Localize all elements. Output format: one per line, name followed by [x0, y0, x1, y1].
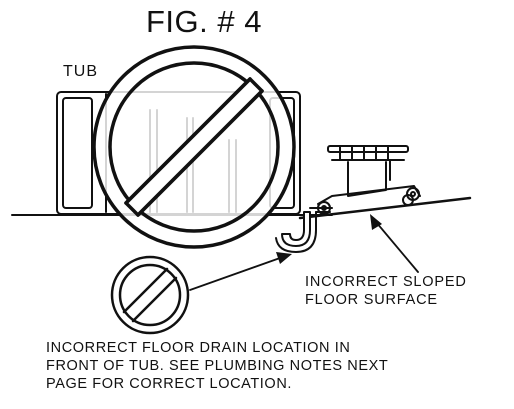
drain-note-line-1: INCORRECT FLOOR DRAIN LOCATION IN	[46, 340, 351, 356]
sloped-floor-label-line-2: FLOOR SURFACE	[305, 292, 438, 308]
rolling-cart	[317, 145, 421, 215]
drain-note-line-2: FRONT OF TUB. SEE PLUMBING NOTES NEXT	[46, 358, 389, 374]
drain-pipe	[275, 207, 333, 253]
small-prohibition-icon	[110, 255, 190, 335]
figure-title: FIG. # 4	[146, 4, 262, 39]
tub-label: TUB	[63, 63, 98, 80]
drain-note-line-3: PAGE FOR CORRECT LOCATION.	[46, 376, 293, 392]
sloped-floor-label-line-1: INCORRECT SLOPED	[305, 274, 467, 290]
prohibition-icon	[92, 45, 296, 249]
callout-arrows	[189, 214, 419, 291]
